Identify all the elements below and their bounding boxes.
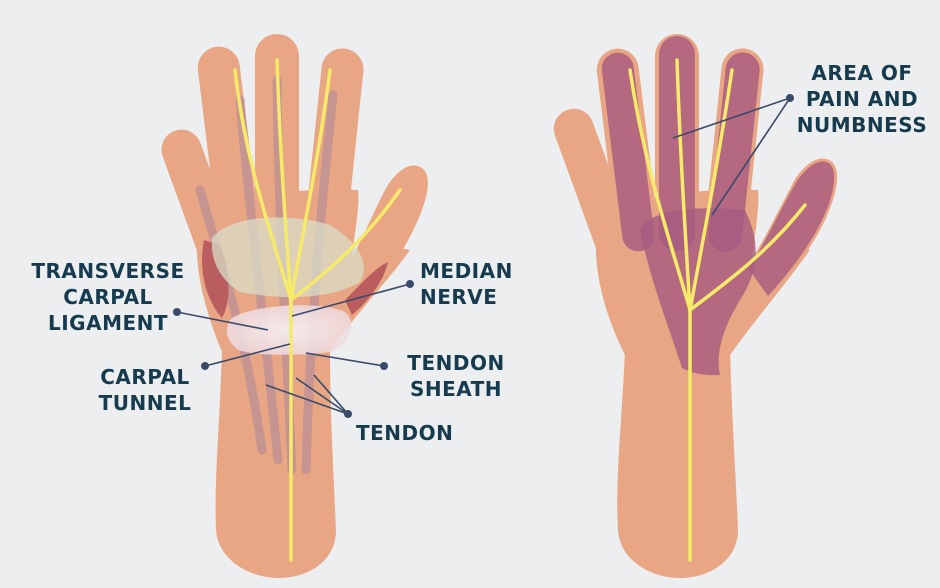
pointer-dot: [406, 280, 414, 288]
nerve-line: [675, 58, 692, 312]
pointer-dot: [173, 308, 181, 316]
pointer-tendon-sheath: [305, 352, 385, 367]
left-forearm: [215, 350, 336, 578]
nerve-line: [289, 188, 402, 302]
label-transverse-carpal-ligament: TRANSVERSE CARPAL LIGAMENT: [22, 258, 194, 336]
pointer-carpal-tunnel: [204, 343, 291, 367]
label-carpal-tunnel: CARPAL TUNNEL: [90, 364, 200, 416]
pointer-tendon: [313, 374, 349, 415]
pain-area-middle: [659, 36, 695, 251]
label-line: NUMBNESS: [796, 113, 928, 137]
nerve-line: [233, 68, 293, 302]
label-line: TRANSVERSE: [31, 259, 185, 283]
label-line: TUNNEL: [98, 391, 192, 415]
label-tendon: TENDON: [356, 420, 453, 446]
left-hand: [161, 34, 428, 578]
label-median-nerve: MEDIAN NERVE: [420, 258, 513, 310]
pain-area-ring: [601, 52, 655, 252]
label-line: CARPAL: [63, 285, 153, 309]
left-thumb: [345, 165, 428, 295]
label-tendon-sheath: TENDON SHEATH: [396, 350, 516, 402]
label-line: NERVE: [420, 285, 498, 309]
nerve-line: [628, 68, 692, 312]
pointer-tendon: [265, 384, 349, 415]
pain-area-thumb: [748, 161, 835, 296]
right-median-nerve: [628, 58, 807, 562]
pointer-dot: [344, 410, 352, 418]
label-line: TENDON: [356, 421, 454, 445]
nerve-line: [688, 203, 807, 312]
pointer-dot: [201, 362, 209, 370]
pointer-pain-area: [711, 97, 791, 216]
pointer-tendon: [295, 377, 349, 415]
pointer-dot: [380, 362, 388, 370]
label-line: CARPAL: [100, 365, 190, 389]
nerve-line: [688, 68, 734, 312]
left-transverse-carpal-ligament: [226, 305, 352, 355]
label-line: LIGAMENT: [47, 311, 169, 335]
left-median-nerve: [233, 58, 402, 562]
pointer-ligament: [176, 311, 269, 331]
label-line: MEDIAN: [420, 259, 513, 283]
pointer-lines: [173, 94, 794, 418]
right-forearm: [617, 350, 738, 578]
label-line: PAIN AND: [805, 87, 919, 111]
pointer-dot: [786, 94, 794, 102]
label-line: TENDON: [407, 351, 505, 375]
label-area-of-pain: AREA OF PAIN AND NUMBNESS: [792, 60, 932, 138]
left-ring-finger: [197, 46, 261, 256]
label-line: AREA OF: [811, 61, 913, 85]
left-thenar-muscle: [345, 262, 388, 315]
pointer-pain-area: [672, 97, 791, 139]
pointer-median-nerve: [291, 283, 411, 317]
label-line: SHEATH: [409, 377, 503, 401]
tendon-line: [195, 185, 267, 455]
nerve-line: [275, 58, 293, 302]
nerve-line: [289, 68, 332, 302]
right-pinky-finger: [553, 108, 637, 267]
